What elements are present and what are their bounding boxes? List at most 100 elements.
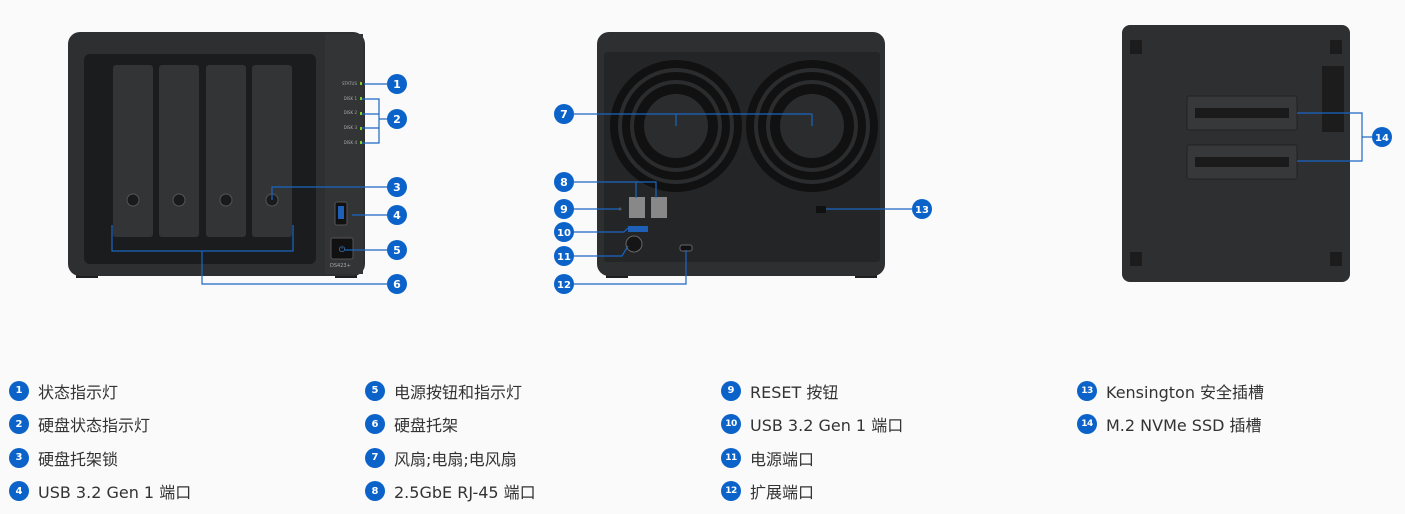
legend-item: 12 扩展端口 (721, 475, 903, 509)
rj45-port (651, 197, 667, 218)
callout-badge-12: 12 (554, 274, 574, 294)
usb-port-rear (628, 226, 648, 232)
nas-diagram: STATUS DISK 1 DISK 2 DISK 3 DISK 4 ⏻ DS4… (68, 25, 1392, 294)
bottom-view (1122, 25, 1350, 282)
legend-column-1: 1 状态指示灯 2 硬盘状态指示灯 3 硬盘托架锁 4 USB 3.2 Gen 1 端口 (9, 374, 191, 508)
rear-view (597, 32, 885, 278)
callout-lines-bottom (1297, 112, 1372, 162)
number-badge: 3 (9, 447, 29, 468)
legend-label: 硬盘托架 (394, 416, 459, 436)
svg-text:10: 10 (557, 228, 571, 239)
number-badge: 11 (721, 447, 741, 468)
number-badge: 13 (1077, 380, 1097, 401)
legend-item: 8 2.5GbE RJ-45 端口 (365, 475, 536, 509)
svg-text:5: 5 (393, 244, 401, 257)
legend-label: 状态指示灯 (38, 382, 119, 402)
front-view: STATUS DISK 1 DISK 2 DISK 3 DISK 4 ⏻ DS4… (68, 32, 365, 278)
drive-tray[interactable] (113, 65, 153, 237)
number-badge: 1 (9, 380, 29, 401)
svg-text:1: 1 (393, 78, 401, 91)
drive-tray[interactable] (252, 65, 292, 237)
callout-badge-8: 8 (554, 172, 574, 192)
svg-text:11: 11 (557, 252, 571, 263)
legend-label: 电源端口 (750, 449, 815, 469)
tray-lock-icon (126, 193, 140, 207)
callout-badge-6: 6 (387, 274, 407, 294)
led-indicators (360, 82, 362, 144)
callout-badges: 1 2 3 4 5 6 7 8 9 10 11 12 13 14 (387, 74, 1392, 294)
power-port (625, 235, 643, 253)
svg-text:2: 2 (393, 113, 401, 126)
number-badge: 12 (721, 481, 741, 502)
legend-label: USB 3.2 Gen 1 端口 (750, 416, 904, 436)
callout-badge-1: 1 (387, 74, 407, 94)
legend-item: 1 状态指示灯 (9, 374, 191, 408)
led-label: DISK 3 (344, 125, 358, 130)
callout-badge-10: 10 (554, 222, 574, 242)
callout-badge-9: 9 (554, 199, 574, 219)
number-badge: 10 (721, 414, 741, 435)
led-label: STATUS (342, 81, 357, 86)
legend-item: 2 硬盘状态指示灯 (9, 408, 191, 442)
number-badge: 2 (9, 414, 29, 435)
rj45-port (629, 197, 645, 218)
number-badge: 5 (365, 380, 385, 401)
callout-badge-13: 13 (912, 199, 932, 219)
legend-label: Kensington 安全插槽 (1106, 382, 1265, 402)
svg-text:13: 13 (915, 205, 929, 216)
svg-text:12: 12 (557, 280, 571, 291)
legend-label: 电源按钮和指示灯 (394, 382, 523, 402)
legend-item: 3 硬盘托架锁 (9, 441, 191, 475)
legend-column-2: 5 电源按钮和指示灯 6 硬盘托架 7 风扇;电扇;电风扇 8 2.5GbE RJ-45… (365, 374, 536, 508)
legend-label: 硬盘托架锁 (38, 449, 119, 469)
power-button[interactable] (330, 237, 354, 260)
legend-label: M.2 NVMe SSD 插槽 (1106, 416, 1262, 436)
number-badge: 6 (365, 414, 385, 435)
legend-item: 7 风扇;电扇;电风扇 (365, 441, 536, 475)
led-label: DISK 2 (344, 110, 358, 115)
drive-tray[interactable] (159, 65, 199, 237)
svg-text:9: 9 (560, 203, 568, 216)
legend-item: 4 USB 3.2 Gen 1 端口 (9, 475, 191, 509)
led-label: DISK 4 (344, 140, 358, 145)
svg-text:7: 7 (560, 108, 568, 121)
legend-label: 2.5GbE RJ-45 端口 (394, 483, 536, 503)
drive-tray[interactable] (206, 65, 246, 237)
legend-item: 14 M.2 NVMe SSD 插槽 (1077, 408, 1264, 442)
legend-item: 6 硬盘托架 (365, 408, 536, 442)
number-badge: 9 (721, 380, 741, 401)
power-icon: ⏻ (339, 245, 346, 254)
svg-text:6: 6 (393, 278, 401, 291)
callout-badge-3: 3 (387, 177, 407, 197)
callout-badge-7: 7 (554, 104, 574, 124)
number-badge: 4 (9, 481, 29, 502)
legend-item: 5 电源按钮和指示灯 (365, 374, 536, 408)
callout-badge-4: 4 (387, 205, 407, 225)
led-label: DISK 1 (344, 96, 358, 101)
legend-label: 硬盘状态指示灯 (38, 416, 151, 436)
legend-label: USB 3.2 Gen 1 端口 (38, 483, 192, 503)
model-label: DS423+ (330, 263, 351, 269)
tray-lock-icon (172, 193, 186, 207)
legend-item: 10 USB 3.2 Gen 1 端口 (721, 408, 903, 442)
svg-text:3: 3 (393, 181, 401, 194)
number-badge: 7 (365, 447, 385, 468)
svg-text:4: 4 (393, 209, 401, 222)
svg-text:8: 8 (560, 176, 568, 189)
svg-text:14: 14 (1375, 133, 1389, 144)
kensington-slot (816, 206, 826, 213)
number-badge: 14 (1077, 414, 1097, 435)
number-badge: 8 (365, 481, 385, 502)
legend-label: 扩展端口 (750, 483, 815, 503)
callout-badge-14: 14 (1372, 127, 1392, 147)
legend-column-4: 13 Kensington 安全插槽 14 M.2 NVMe SSD 插槽 (1077, 374, 1264, 441)
legend-item: 13 Kensington 安全插槽 (1077, 374, 1264, 408)
callout-lines-rear (574, 113, 912, 285)
legend-item: 11 电源端口 (721, 441, 903, 475)
vent (1322, 66, 1344, 132)
callout-badge-5: 5 (387, 240, 407, 260)
legend-label: 风扇;电扇;电风扇 (394, 449, 517, 469)
callout-badge-11: 11 (554, 246, 574, 266)
